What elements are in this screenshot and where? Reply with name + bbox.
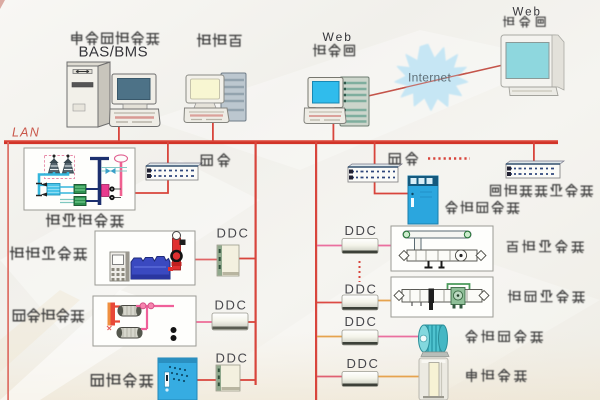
svg-text:DDC: DDC [216, 351, 249, 366]
svg-text:Internet: Internet [408, 71, 451, 85]
svg-text:DDC: DDC [215, 298, 248, 313]
svg-text:Web: Web [513, 7, 542, 19]
svg-text:LAN: LAN [12, 126, 40, 140]
svg-text:DDC: DDC [345, 282, 378, 297]
svg-text:DDC: DDC [217, 226, 250, 241]
svg-text:DDC: DDC [345, 314, 378, 329]
svg-text:Web: Web [323, 30, 353, 44]
svg-text:BAS/BMS: BAS/BMS [79, 44, 149, 61]
svg-text:DDC: DDC [345, 223, 378, 238]
svg-text:DDC: DDC [347, 356, 380, 371]
